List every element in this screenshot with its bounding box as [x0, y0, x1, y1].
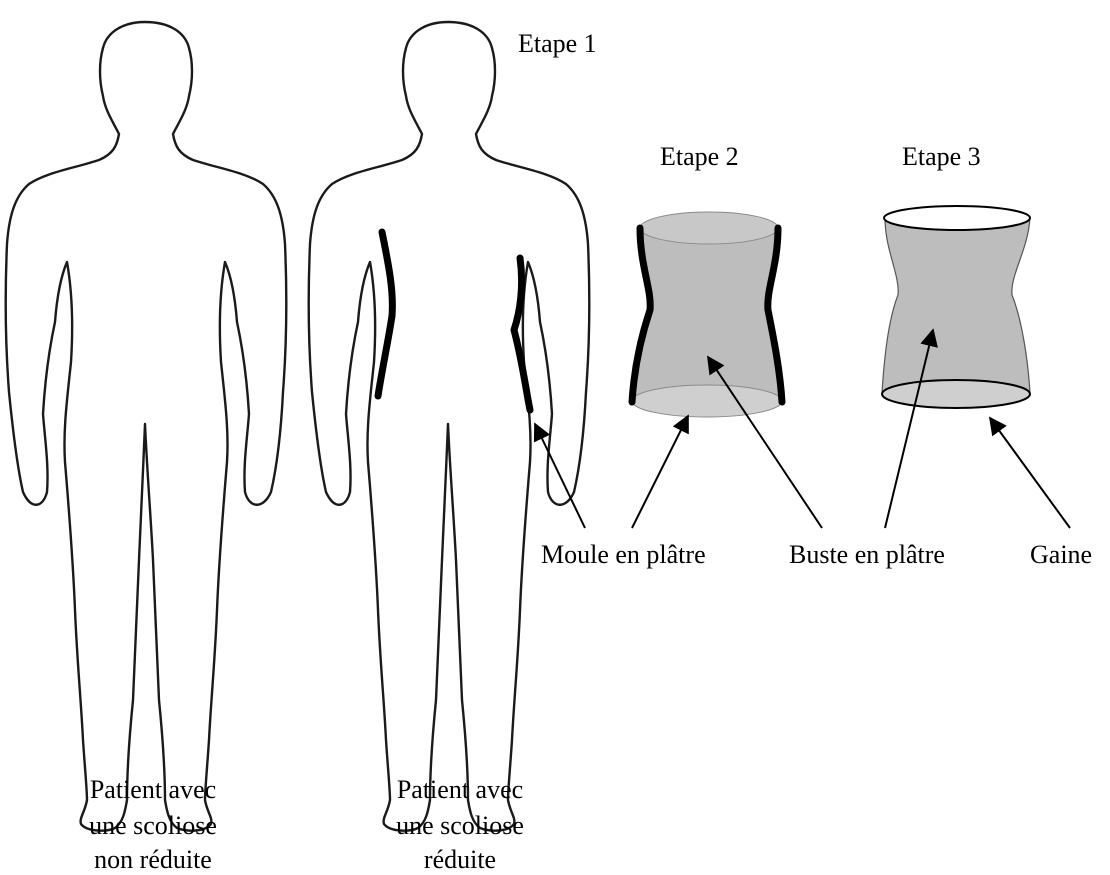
patient2-caption-line3: réduite	[424, 845, 496, 874]
patient2-caption-line2: une scoliose	[396, 811, 524, 840]
bust-label: Buste en plâtre	[789, 540, 945, 569]
mold-bottom-rim	[632, 385, 782, 417]
patient2-caption-line1: Patient avec	[397, 775, 523, 804]
patient2-caption: Patient avec une scoliose réduite	[396, 775, 524, 874]
patient-non-reduced-figure	[6, 22, 287, 831]
mold-label: Moule en plâtre	[541, 540, 706, 569]
patient-reduced-figure	[309, 22, 590, 831]
arrow-sheath	[990, 418, 1070, 528]
sheath-body	[882, 218, 1030, 404]
mold-left-edge	[378, 232, 392, 396]
patient1-caption-line1: Patient avec	[90, 775, 216, 804]
patient1-caption: Patient avec une scoliose non réduite	[89, 775, 217, 874]
step2-mold	[632, 212, 782, 417]
step3-sheath	[882, 206, 1030, 408]
sheath-bottom-rim	[882, 380, 1030, 408]
sheath-label: Gaine	[1030, 540, 1092, 569]
patient1-caption-line2: une scoliose	[89, 811, 217, 840]
sheath-top-rim	[884, 206, 1030, 230]
step3-label: Etape 3	[902, 142, 981, 171]
step1-label: Etape 1	[518, 29, 597, 58]
patient1-caption-line3: non réduite	[94, 845, 212, 874]
mold-top-rim	[640, 212, 778, 244]
arrow-mold-to-cylinder	[632, 416, 688, 528]
step2-label: Etape 2	[660, 142, 739, 171]
